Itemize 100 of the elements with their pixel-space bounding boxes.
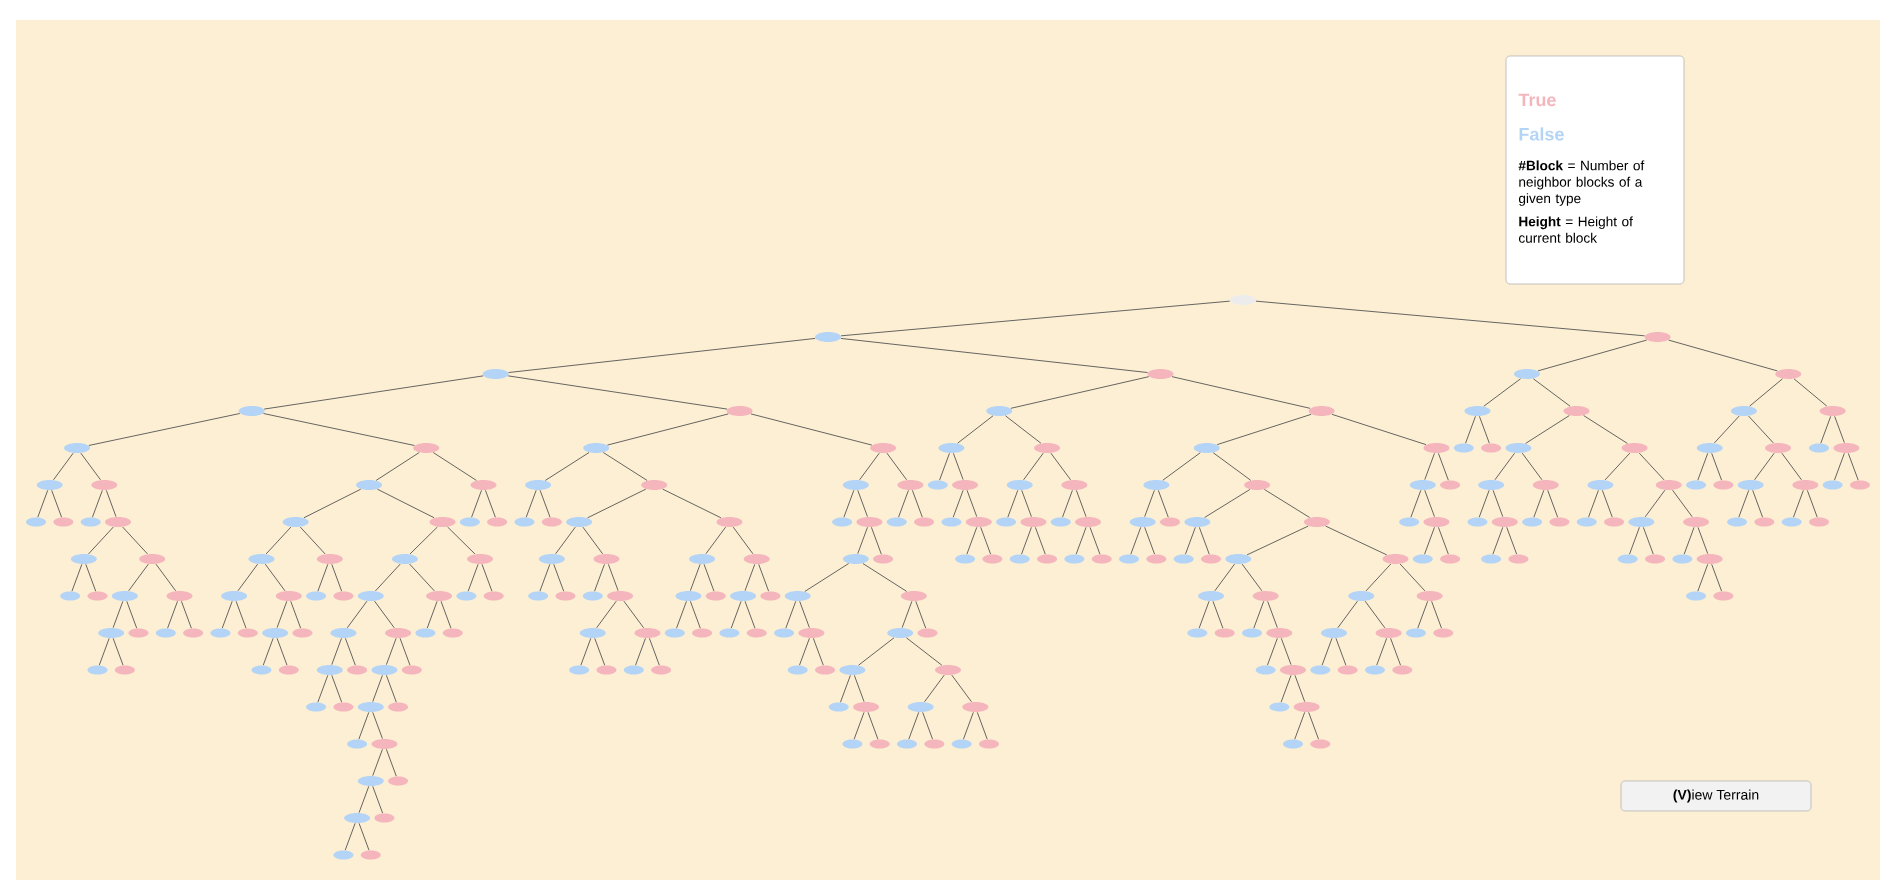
connector-line bbox=[263, 413, 415, 446]
leaf-node bbox=[1269, 702, 1290, 712]
leaf-node bbox=[1467, 517, 1488, 527]
leaf-node bbox=[87, 591, 108, 601]
connector-line bbox=[951, 674, 972, 703]
connector-line bbox=[1638, 452, 1665, 481]
leaf-node bbox=[1453, 443, 1474, 453]
leaf-node bbox=[941, 517, 962, 527]
leaf-node bbox=[541, 517, 562, 527]
connector-line bbox=[1711, 452, 1723, 481]
connector-line bbox=[1748, 415, 1774, 444]
leaf-node bbox=[1160, 517, 1181, 527]
decision-node bbox=[166, 591, 193, 601]
decision-node bbox=[583, 443, 610, 453]
decision-node bbox=[385, 628, 412, 638]
leaf-node bbox=[26, 517, 46, 527]
decision-node bbox=[1696, 554, 1723, 564]
decision-node bbox=[675, 591, 702, 601]
decision-node bbox=[784, 591, 811, 601]
decision-node bbox=[1184, 517, 1211, 527]
connector-line bbox=[331, 563, 343, 592]
connector-line bbox=[867, 711, 879, 740]
connector-line bbox=[331, 674, 343, 703]
connector-line bbox=[1337, 600, 1358, 629]
leaf-node bbox=[251, 665, 272, 675]
connector-line bbox=[112, 637, 124, 666]
leaf-node bbox=[832, 517, 853, 527]
decision-node bbox=[91, 480, 118, 490]
connector-line bbox=[750, 413, 873, 446]
leaf-node bbox=[1576, 517, 1597, 527]
connector-line bbox=[840, 338, 1148, 373]
leaf-node bbox=[1146, 554, 1167, 564]
leaf-node bbox=[914, 517, 935, 527]
leaf-node bbox=[1481, 443, 1502, 453]
leaf-node bbox=[114, 665, 135, 675]
connector-line bbox=[1021, 526, 1032, 555]
leaf-node bbox=[982, 554, 1003, 564]
connector-line bbox=[1294, 674, 1306, 703]
connector-line bbox=[886, 452, 908, 481]
connector-line bbox=[1697, 452, 1709, 481]
decision-node bbox=[371, 739, 398, 749]
connector-line bbox=[840, 674, 851, 703]
connector-line bbox=[385, 637, 397, 666]
decision-node bbox=[856, 517, 883, 527]
decision-node bbox=[1696, 443, 1723, 453]
decision-node bbox=[1303, 517, 1330, 527]
leaf-node bbox=[692, 628, 713, 638]
leaf-node bbox=[873, 554, 894, 564]
connector-line bbox=[1198, 526, 1210, 555]
leaf-node bbox=[487, 517, 508, 527]
decision-node bbox=[1464, 406, 1491, 416]
connector-line bbox=[602, 452, 648, 481]
leaf-node bbox=[1713, 591, 1734, 601]
connector-line bbox=[1204, 489, 1251, 518]
connector-line bbox=[237, 563, 259, 592]
leaf-node bbox=[1399, 517, 1420, 527]
connector-line bbox=[377, 488, 435, 519]
connector-line bbox=[53, 452, 74, 481]
leaf-node bbox=[1522, 517, 1543, 527]
connector-line bbox=[966, 526, 978, 555]
decision-node bbox=[356, 480, 383, 490]
connector-line bbox=[915, 600, 927, 629]
decision-node bbox=[330, 628, 357, 638]
connector-line bbox=[105, 489, 117, 518]
leaf-node bbox=[401, 665, 422, 675]
leaf-node bbox=[555, 591, 576, 601]
connector-line bbox=[1410, 489, 1422, 518]
leaf-node bbox=[1617, 554, 1638, 564]
connector-line bbox=[1478, 489, 1490, 518]
connector-line bbox=[758, 563, 770, 592]
connector-line bbox=[346, 600, 368, 629]
connector-line bbox=[1492, 489, 1504, 518]
connector-line bbox=[1264, 489, 1311, 518]
connector-line bbox=[1793, 489, 1804, 518]
leaf-node bbox=[306, 702, 327, 712]
decision-node bbox=[1532, 480, 1559, 490]
leaf-node bbox=[760, 591, 781, 601]
connector-line bbox=[744, 600, 756, 629]
connector-line bbox=[1537, 339, 1648, 372]
decision-node bbox=[1229, 295, 1256, 305]
leaf-node bbox=[705, 591, 726, 601]
decision-node bbox=[1737, 480, 1764, 490]
connector-line bbox=[1697, 526, 1709, 555]
leaf-node bbox=[1822, 480, 1843, 490]
connector-line bbox=[303, 488, 362, 519]
connector-line bbox=[1294, 711, 1306, 740]
leaf-node bbox=[442, 628, 463, 638]
connector-line bbox=[1034, 526, 1046, 555]
leaf-node bbox=[1242, 628, 1262, 638]
leaf-node bbox=[569, 665, 590, 675]
connector-line bbox=[1212, 600, 1224, 629]
leaf-node bbox=[719, 628, 740, 638]
decision-node bbox=[1478, 480, 1505, 490]
connector-line bbox=[122, 526, 148, 555]
decision-node bbox=[1266, 628, 1293, 638]
connector-line bbox=[908, 711, 920, 740]
decision-node bbox=[853, 702, 880, 712]
connector-line bbox=[1847, 452, 1859, 481]
connector-line bbox=[358, 711, 370, 740]
connector-line bbox=[804, 563, 850, 592]
